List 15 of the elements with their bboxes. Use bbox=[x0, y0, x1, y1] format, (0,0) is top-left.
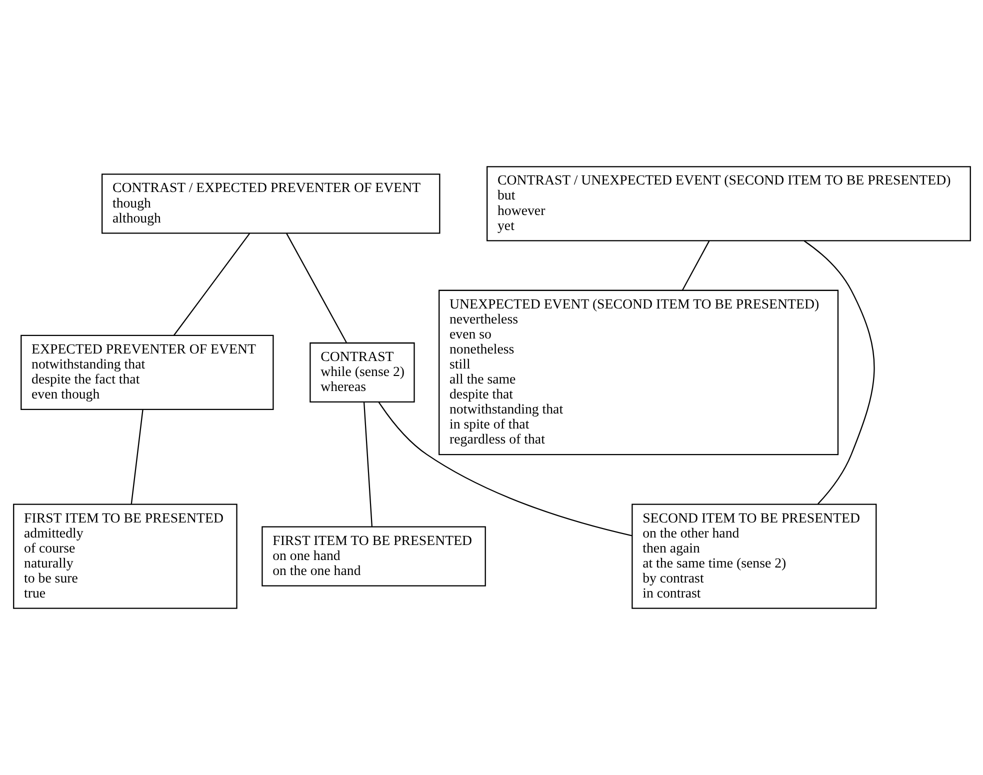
node-box: CONTRAST while (sense 2) whereas bbox=[309, 342, 414, 403]
node-box: EXPECTED PREVENTER OF EVENT notwithstanding that despite the fact that even though bbox=[20, 334, 274, 410]
node-box: CONTRAST / UNEXPECTED EVENT (SECOND ITEM TO BE PRESENTED) but however yet bbox=[486, 166, 970, 242]
connector bbox=[378, 402, 632, 536]
connector bbox=[130, 409, 143, 504]
connector bbox=[286, 233, 346, 343]
connector bbox=[173, 233, 250, 336]
node-box: UNEXPECTED EVENT (SECOND ITEM TO BE PRESENTED) nevertheless even so nonetheless still all the same despite that notwithstanding that in spite of that regardless of that bbox=[438, 290, 838, 456]
node-box: FIRST ITEM TO BE PRESENTED on one hand on the one hand bbox=[261, 526, 486, 586]
node-box: CONTRAST / EXPECTED PREVENTER OF EVENT though although bbox=[101, 174, 440, 234]
node-box: FIRST ITEM TO BE PRESENTED admittedly of course naturally to be sure true bbox=[12, 504, 237, 609]
connector bbox=[803, 240, 874, 504]
connector bbox=[362, 402, 372, 527]
connector bbox=[682, 240, 710, 290]
node-box: SECOND ITEM TO BE PRESENTED on the other hand then again at the same time (sense 2) by contrast in contrast bbox=[631, 504, 876, 609]
